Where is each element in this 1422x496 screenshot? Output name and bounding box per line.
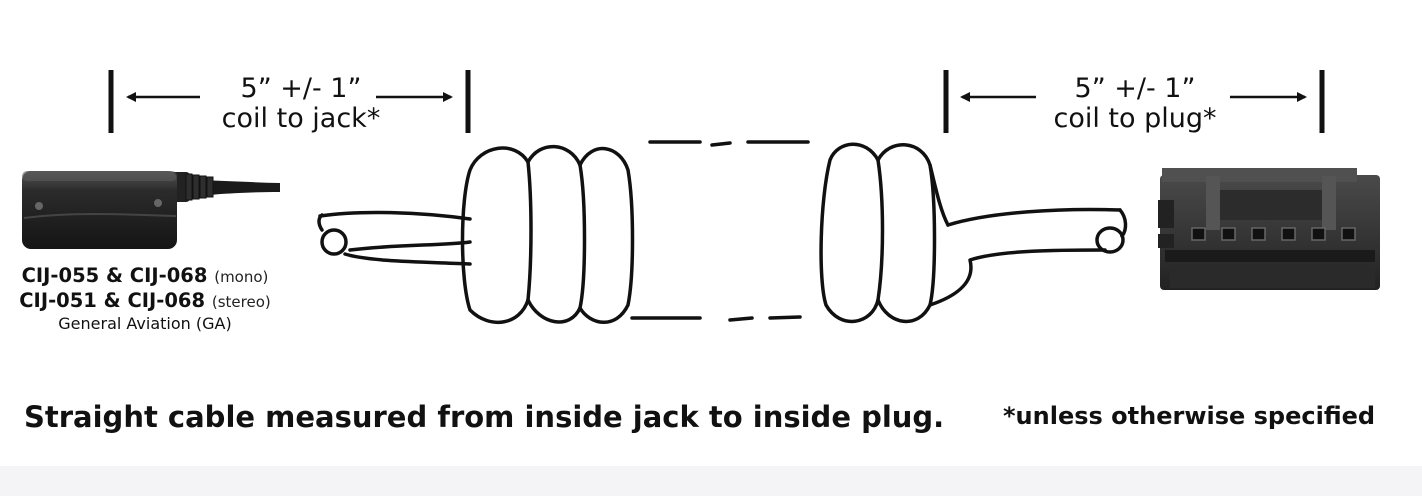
stereo-note: (stereo) <box>211 293 271 311</box>
plug-connector-image <box>1158 168 1380 290</box>
jack-connector-image <box>22 171 280 249</box>
mono-part-row: CIJ-055 & CIJ-068 (mono) <box>0 264 290 289</box>
left-dimension-label: 5” +/- 1” coil to jack* <box>176 74 426 134</box>
coiled-cord-drawing <box>317 140 1128 325</box>
mono-note: (mono) <box>214 268 269 286</box>
left-dimension-marker <box>108 70 471 133</box>
stereo-part-row: CIJ-051 & CIJ-068 (stereo) <box>0 289 290 314</box>
right-dimension-marker <box>943 70 1325 133</box>
right-dimension-label: 5” +/- 1” coil to plug* <box>1010 74 1260 134</box>
jack-part-numbers: CIJ-055 & CIJ-068 (mono) CIJ-051 & CIJ-0… <box>0 264 290 334</box>
right-tolerance: 5” +/- 1” <box>1074 73 1196 104</box>
measurement-caption: Straight cable measured from inside jack… <box>24 400 945 434</box>
stereo-models: CIJ-051 & CIJ-068 <box>19 289 206 312</box>
application-label: General Aviation (GA) <box>58 314 232 333</box>
left-coil-label: coil to jack* <box>221 103 381 134</box>
mono-models: CIJ-055 & CIJ-068 <box>21 264 208 287</box>
footnote: *unless otherwise specified <box>1003 402 1376 430</box>
left-tolerance: 5” +/- 1” <box>240 73 362 104</box>
right-coil-label: coil to plug* <box>1053 103 1217 134</box>
bottom-band <box>0 466 1422 496</box>
